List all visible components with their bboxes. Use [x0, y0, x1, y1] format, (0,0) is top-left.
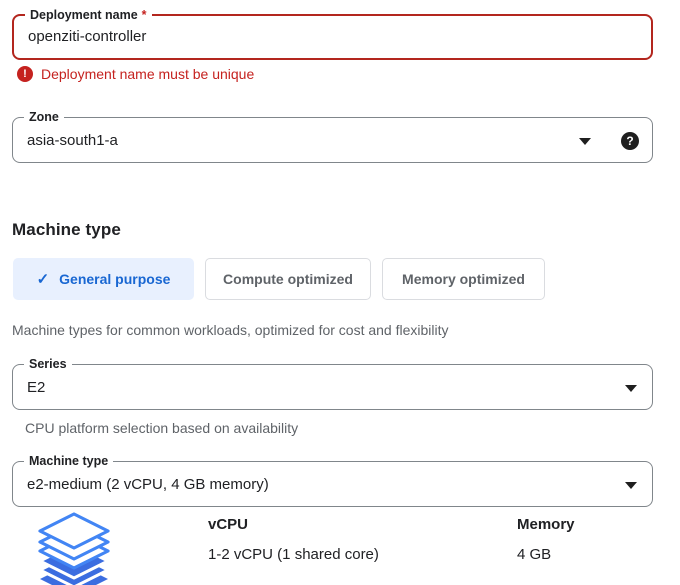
- error-message: Deployment name must be unique: [41, 66, 255, 82]
- machine-type-description: Machine types for common workloads, opti…: [12, 322, 449, 338]
- tab-general-purpose[interactable]: ✓ General purpose: [13, 258, 194, 300]
- zone-value: asia-south1-a: [27, 132, 118, 149]
- zone-select[interactable]: Zone asia-south1-a ?: [12, 109, 653, 163]
- vcpu-spec: vCPU 1-2 vCPU (1 shared core): [208, 516, 379, 563]
- machine-family-tabs: ✓ General purpose Compute optimized Memo…: [13, 258, 545, 300]
- machine-type-heading: Machine type: [12, 220, 121, 239]
- series-value: E2: [27, 379, 46, 396]
- vcpu-header: vCPU: [208, 516, 249, 533]
- machine-type-select[interactable]: Machine type e2-medium (2 vCPU, 4 GB mem…: [12, 453, 653, 507]
- tab-memory-optimized[interactable]: Memory optimized: [382, 258, 545, 300]
- machine-type-label: Machine type: [24, 453, 114, 470]
- tab-label: Compute optimized: [223, 271, 353, 287]
- series-select[interactable]: Series E2: [12, 356, 653, 410]
- memory-spec: Memory 4 GB: [517, 516, 575, 563]
- required-asterisk: *: [141, 8, 147, 22]
- memory-value: 4 GB: [517, 546, 552, 563]
- deployment-name-label-text: Deployment name: [30, 8, 138, 22]
- machine-type-value: e2-medium (2 vCPU, 4 GB memory): [27, 476, 269, 493]
- dropdown-caret-icon[interactable]: [625, 482, 637, 489]
- help-icon[interactable]: ?: [621, 132, 639, 150]
- deployment-name-label: Deployment name*: [25, 7, 152, 24]
- series-label: Series: [24, 356, 72, 373]
- vcpu-value: 1-2 vCPU (1 shared core): [208, 546, 379, 563]
- dropdown-caret-icon[interactable]: [625, 385, 637, 392]
- dropdown-caret-icon[interactable]: [579, 138, 591, 145]
- error-icon: !: [17, 66, 33, 82]
- series-helper-text: CPU platform selection based on availabi…: [25, 420, 299, 436]
- deployment-name-input[interactable]: [28, 28, 608, 45]
- deployment-name-field[interactable]: Deployment name*: [12, 7, 653, 60]
- machine-series-layers-icon: [35, 511, 113, 585]
- tab-label: Memory optimized: [402, 271, 525, 287]
- tab-compute-optimized[interactable]: Compute optimized: [205, 258, 371, 300]
- zone-label: Zone: [24, 109, 64, 126]
- check-icon: ✓: [36, 271, 50, 288]
- deployment-name-error: ! Deployment name must be unique: [17, 66, 254, 82]
- memory-header: Memory: [517, 516, 575, 533]
- tab-label: General purpose: [59, 271, 171, 287]
